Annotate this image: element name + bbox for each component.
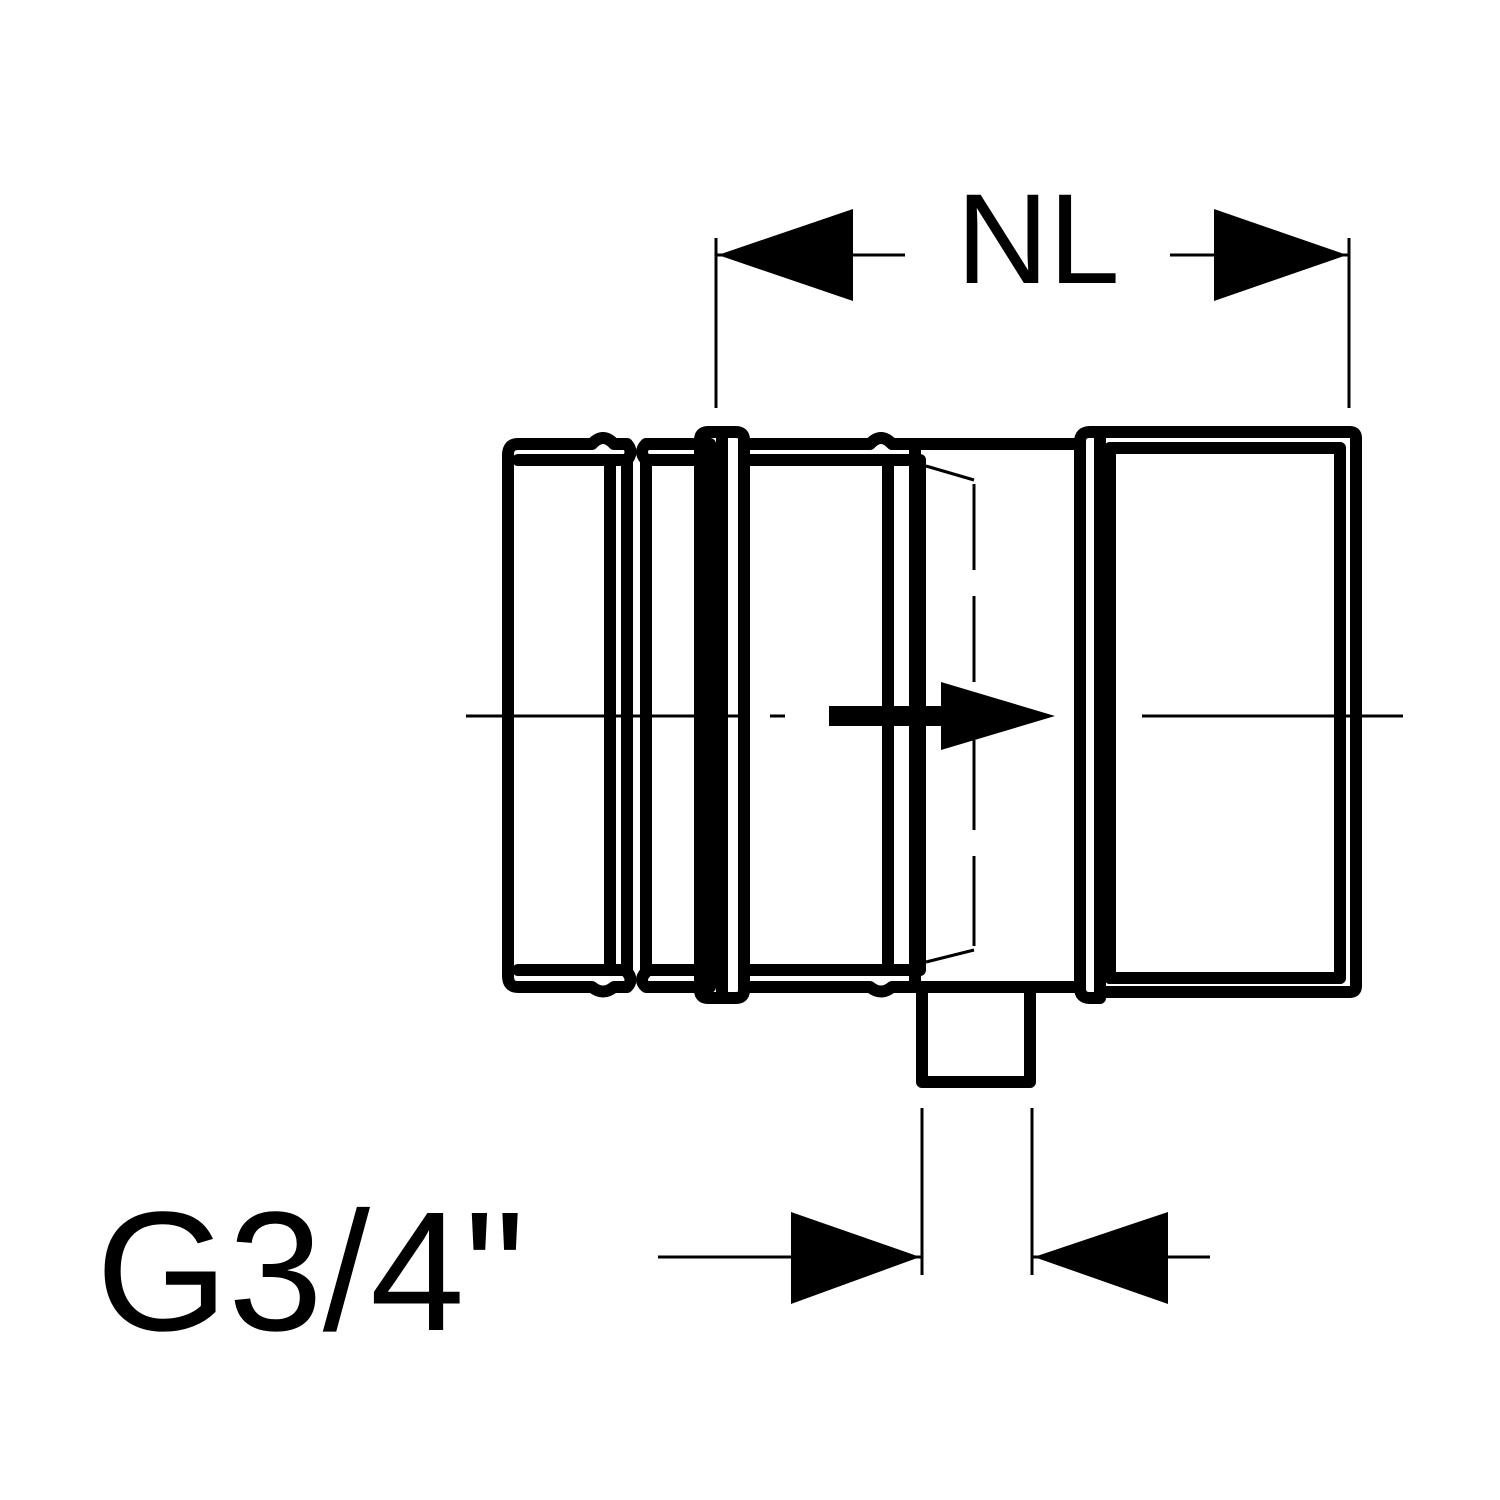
body-end xyxy=(1094,426,1362,998)
nl-dimension: NL xyxy=(714,168,1351,408)
thread-dimension: G3/4" xyxy=(96,1108,1210,1367)
flow-arrow-icon xyxy=(829,682,1055,750)
insert-outline xyxy=(925,464,976,964)
thread-arrowhead-left xyxy=(791,1212,920,1304)
nl-label: NL xyxy=(956,168,1120,311)
body-segment-1 xyxy=(502,432,637,998)
body-ring xyxy=(694,426,750,1004)
thread-size-label: G3/4" xyxy=(96,1177,525,1367)
body-collar xyxy=(1074,426,1106,1004)
thread-arrowhead-right xyxy=(1034,1212,1168,1304)
fitting-body xyxy=(502,426,1362,1088)
nl-arrowhead-left xyxy=(718,209,853,301)
side-outlet xyxy=(916,981,1036,1088)
nl-arrowhead-right xyxy=(1214,209,1347,301)
